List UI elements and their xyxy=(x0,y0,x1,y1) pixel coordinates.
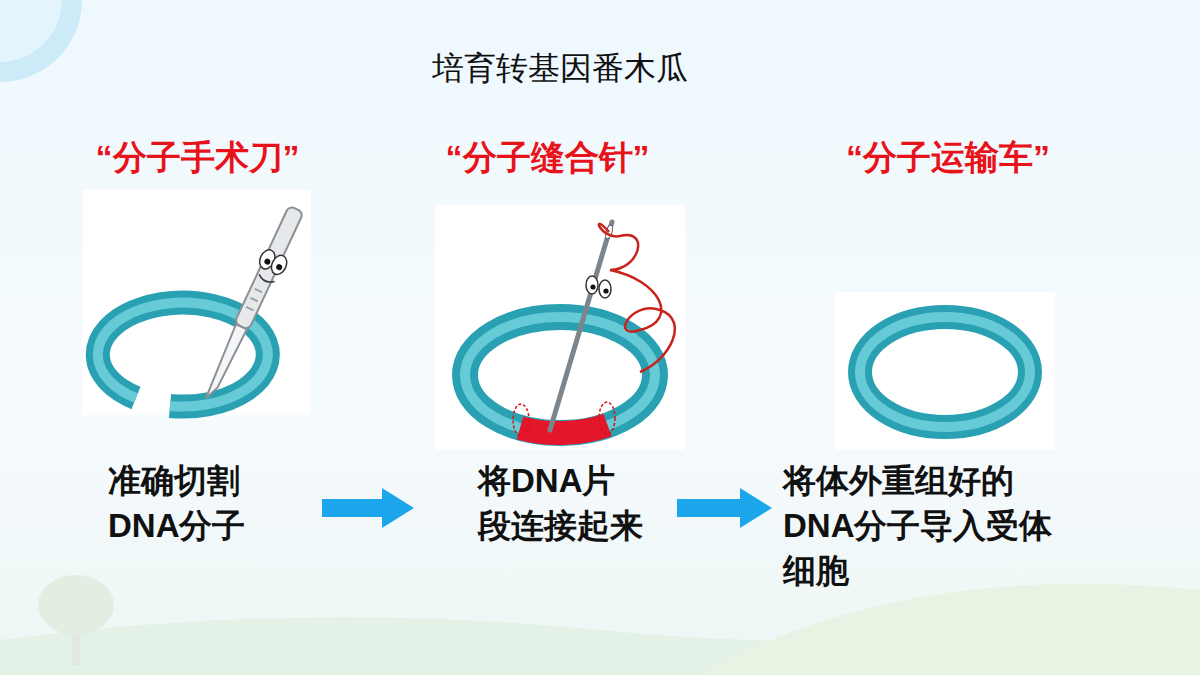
step-column: “分子手术刀” 准确切割DNA分子 xyxy=(75,135,320,548)
flow-arrow xyxy=(322,488,414,528)
thread xyxy=(599,224,675,372)
flow-arrow xyxy=(677,488,772,528)
picture-panel xyxy=(435,205,685,450)
plasmid-ring xyxy=(465,317,655,433)
plasmid-ring xyxy=(465,317,655,433)
scalpel xyxy=(197,204,310,406)
plasmid-ring xyxy=(860,317,1030,427)
step-description: 将体外重组好的DNA分子导入受体细胞 xyxy=(783,458,1078,593)
pupil xyxy=(590,284,595,289)
tool-heading: “分子手术刀” xyxy=(75,135,320,179)
join-mark xyxy=(513,404,529,436)
plasmid-ring xyxy=(860,317,1030,427)
tree-crown xyxy=(38,575,114,635)
picture-panel xyxy=(83,190,311,415)
hill xyxy=(700,584,1200,675)
step-column: “分子缝合针” 将DNA片段连接起来 xyxy=(420,135,675,548)
pupil xyxy=(603,288,608,293)
picture-panel xyxy=(835,292,1055,450)
tool-heading: “分子缝合针” xyxy=(420,135,675,179)
needle xyxy=(550,222,612,430)
corner-circle xyxy=(0,0,62,62)
step-column: “分子运输车” 将体外重组好的DNA分子导入受体细胞 xyxy=(778,135,1118,593)
join-mark xyxy=(599,402,615,434)
tool-heading: “分子运输车” xyxy=(778,135,1118,179)
title: 培育转基因番木瓜 xyxy=(0,46,1120,90)
step-description: 准确切割DNA分子 xyxy=(108,458,273,548)
step-description: 将DNA片段连接起来 xyxy=(478,458,643,548)
eye xyxy=(599,280,611,298)
eye xyxy=(586,276,598,294)
corner-circle xyxy=(0,0,82,82)
dna-segment xyxy=(520,425,608,433)
